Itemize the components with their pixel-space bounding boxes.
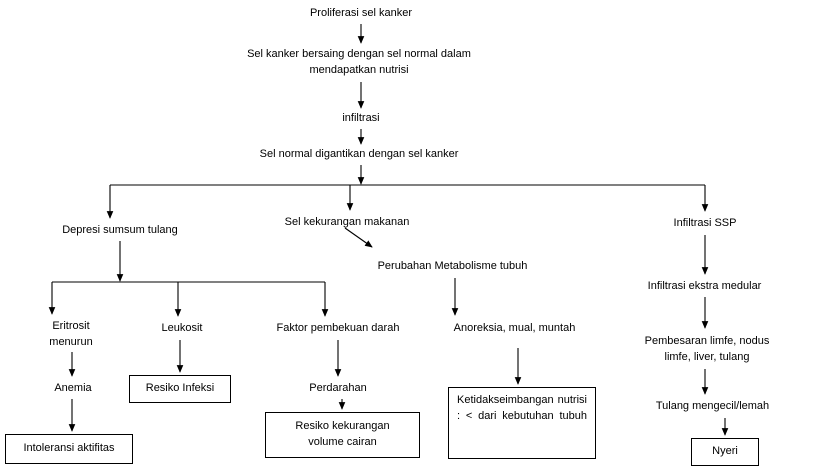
diagram-node-boxed: Nyeri: [691, 438, 759, 466]
diagram-node-boxed: Ketidakseimbangan nutrisi : < dari kebut…: [448, 387, 596, 459]
diagram-node: Faktor pembekuan darah: [276, 322, 400, 335]
diagram-node: Sel kanker bersaing dengan sel normal da…: [247, 48, 471, 76]
diagram-node: Sel kekurangan makanan: [284, 216, 410, 229]
diagram-node-boxed: Resiko Infeksi: [129, 375, 231, 403]
diagram-node-boxed: Intoleransi aktifitas: [5, 434, 133, 464]
diagram-node-boxed: Resiko kekurangan volume cairan: [265, 412, 420, 458]
diagram-node: Sel normal digantikan dengan sel kanker: [259, 148, 459, 161]
diagram-node: Depresi sumsum tulang: [62, 224, 178, 237]
diagram-node: Tulang mengecil/lemah: [655, 400, 770, 413]
diagram-node: infiltrasi: [342, 112, 380, 125]
diagram-node: Perubahan Metabolisme tubuh: [377, 260, 528, 273]
diagram-node: Anoreksia, mual, muntah: [453, 322, 576, 335]
diagram-node: Leukosit: [161, 322, 203, 335]
diagram-node: Pembesaran limfe, nodus limfe, liver, tu…: [644, 335, 770, 363]
diagram-node: Eritrosit menurun: [49, 320, 93, 348]
diagram-node: Proliferasi sel kanker: [309, 7, 413, 20]
diagram-node: Infiltrasi ekstra medular: [647, 280, 762, 293]
diagram-node: Anemia: [54, 382, 92, 395]
diagram-node: Infiltrasi SSP: [673, 217, 737, 230]
diagram-node: Perdarahan: [309, 382, 367, 395]
